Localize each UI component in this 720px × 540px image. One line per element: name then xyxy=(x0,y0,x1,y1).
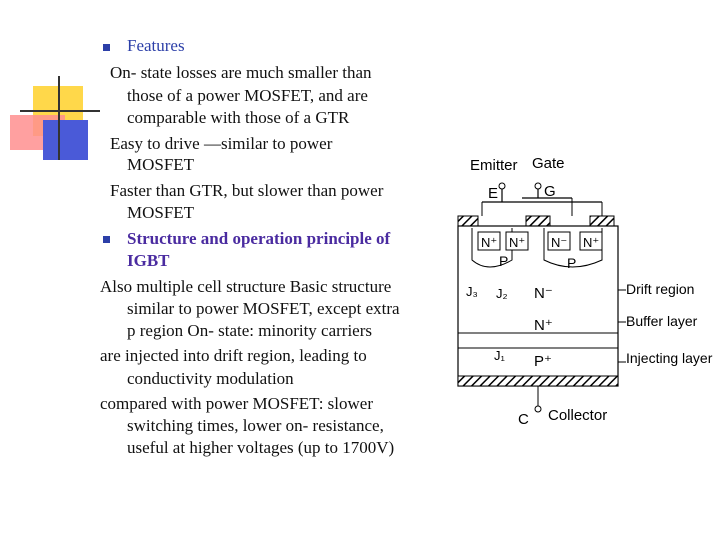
easy-line-2: MOSFET xyxy=(127,155,195,174)
faster-line-1: Faster than GTR, but slower than power xyxy=(110,181,384,200)
buffer-layer-label: Buffer layer xyxy=(626,313,698,329)
faster-line-2: MOSFET xyxy=(127,203,195,222)
n-plus-label: N⁺ xyxy=(583,235,599,250)
gate-contact xyxy=(525,215,551,227)
bullet-icon xyxy=(103,236,110,243)
onstate-line-2: those of a power MOSFET, and are xyxy=(127,86,368,105)
also-line-1: Also multiple cell structure Basic struc… xyxy=(100,277,392,296)
emitter-terminal xyxy=(498,182,506,190)
p-well-right xyxy=(543,228,603,268)
drift-region-label: Drift region xyxy=(626,281,694,297)
structure-heading-1: Structure and operation principle of xyxy=(127,229,391,248)
easy-line-1: Easy to drive —similar to power xyxy=(110,134,333,153)
decor-vertical-line xyxy=(58,76,60,160)
also-line-2: similar to power MOSFET, except extra xyxy=(127,299,400,318)
buffer-n-label: N⁺ xyxy=(534,317,553,334)
bullet-icon xyxy=(103,44,110,51)
onstate-line-3: comparable with those of a GTR xyxy=(127,108,350,127)
are-line-2: conductivity modulation xyxy=(127,369,294,388)
c-terminal-label: C xyxy=(518,411,529,428)
j2-label: J₂ xyxy=(496,286,508,301)
n-plus-label: N⁺ xyxy=(481,235,497,250)
n-plus-label: N⁺ xyxy=(509,235,525,250)
decor-blue-square xyxy=(43,120,88,160)
emitter-label: Emitter xyxy=(470,157,518,174)
injecting-p-label: P⁺ xyxy=(534,353,552,370)
structure-heading-2: IGBT xyxy=(127,251,170,270)
features-heading: Features xyxy=(127,36,185,55)
j3-label: J₃ xyxy=(466,284,478,299)
collector-contact xyxy=(457,375,619,387)
decor-horizontal-line xyxy=(20,110,100,112)
n-minus-label: N⁻ xyxy=(551,235,567,250)
p-well-left xyxy=(471,228,513,268)
compared-line-2: switching times, lower on- resistance, xyxy=(127,416,384,435)
drift-n-label: N⁻ xyxy=(534,285,553,302)
compared-line-1: compared with power MOSFET: slower xyxy=(100,394,373,413)
emitter-contact xyxy=(589,215,615,227)
j1-label: J₁ xyxy=(494,348,506,363)
collector-label: Collector xyxy=(548,407,607,424)
compared-line-3: useful at higher voltages (up to 1700V) xyxy=(127,438,395,457)
g-terminal-label: G xyxy=(544,183,556,200)
onstate-line-1: On- state losses are much smaller than xyxy=(110,63,372,82)
p-label: P xyxy=(567,255,576,271)
e-terminal-label: E xyxy=(488,185,498,202)
injecting-layer-label: Injecting layer xyxy=(626,350,713,366)
igbt-structure-diagram: Emitter Gate E G N⁺ N⁺ N⁻ N⁺ P P J₃ J₂ J… xyxy=(457,155,713,428)
emitter-contact xyxy=(457,215,479,227)
gate-terminal xyxy=(534,182,542,190)
device-body xyxy=(457,225,619,387)
also-line-3: p region On- state: minority carriers xyxy=(127,321,373,340)
collector-terminal xyxy=(534,405,542,413)
p-label: P xyxy=(499,253,508,269)
are-line-1: are injected into drift region, leading … xyxy=(100,346,367,365)
gate-label: Gate xyxy=(532,155,565,172)
